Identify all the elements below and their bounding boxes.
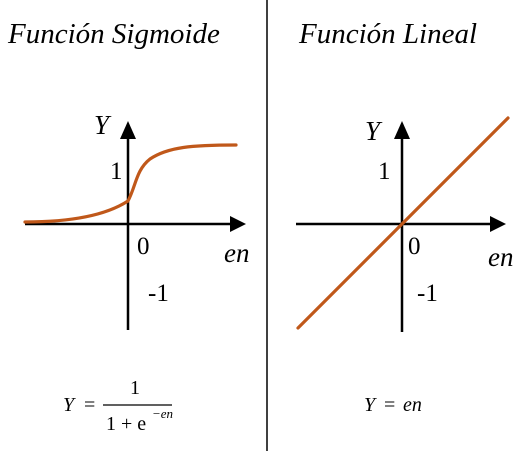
sigmoid-y-label: Y (94, 110, 112, 140)
sigmoid-formula-lhs: Y (63, 394, 76, 416)
linear-tick-minus-one: -1 (417, 280, 438, 307)
sigmoid-formula: Y = 1 1 + e −en (63, 377, 173, 435)
sigmoid-tick-minus-one: -1 (148, 280, 169, 307)
linear-formula-lhs: Y (364, 394, 377, 416)
sigmoid-curve (23, 143, 238, 224)
sigmoid-title: Función Sigmoide (7, 18, 220, 50)
sigmoid-formula-numerator: 1 (130, 377, 140, 399)
linear-y-label: Y (365, 116, 383, 146)
sigmoid-tick-one: 1 (110, 158, 123, 185)
sigmoid-tick-zero: 0 (137, 233, 150, 260)
sigmoid-formula-equals: = (84, 394, 95, 416)
linear-formula-equals: = (384, 394, 395, 416)
linear-tick-zero: 0 (408, 233, 421, 260)
linear-formula-rhs: en (403, 394, 422, 416)
sigmoid-x-label: en (224, 238, 249, 268)
linear-x-label: en (488, 242, 513, 272)
linear-line (296, 116, 510, 330)
linear-tick-one: 1 (378, 158, 391, 185)
linear-y-arrow (394, 121, 410, 139)
sigmoid-y-arrow (120, 121, 136, 139)
sigmoid-formula-denominator: 1 + e (106, 413, 146, 435)
linear-panel: Función Lineal Y 1 0 en -1 Y = en (296, 18, 513, 416)
sigmoid-x-arrow (230, 216, 246, 232)
linear-title: Función Lineal (298, 18, 477, 50)
linear-x-arrow (490, 216, 506, 232)
sigmoid-panel: Función Sigmoide Y 1 0 en -1 Y = 1 1 + e… (7, 18, 249, 435)
sigmoid-formula-exponent: −en (152, 406, 173, 421)
linear-formula: Y = en (364, 394, 422, 416)
